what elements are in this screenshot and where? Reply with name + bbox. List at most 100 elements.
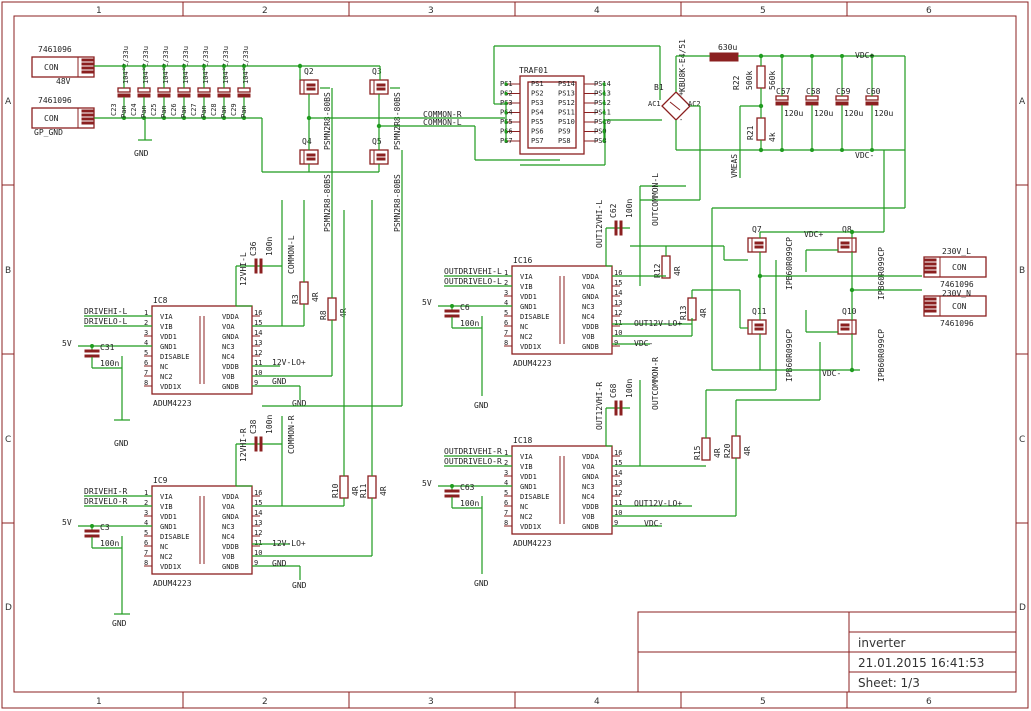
- row-label-a: A: [5, 97, 12, 107]
- ic-left-num: 6: [144, 539, 148, 547]
- resistor-r21: R21 4k: [746, 117, 777, 142]
- ic-left-num: 2: [144, 499, 148, 507]
- ic-right-num: 9: [254, 379, 258, 387]
- ic-left-num: 1: [504, 269, 508, 277]
- ic-right-pin: VDDA: [222, 493, 240, 501]
- ic-left-num: 3: [144, 329, 148, 337]
- ic-left-num: 7: [504, 329, 508, 337]
- gnd-ic8-out-2: GND: [292, 399, 307, 408]
- c63-val: 100n: [460, 499, 479, 508]
- ic-right-num: 10: [254, 369, 262, 377]
- ic-left-num: 1: [504, 449, 508, 457]
- ic-left-num: 8: [144, 559, 148, 567]
- ic-left-pin: GND1: [520, 483, 537, 491]
- connector-230v-n: CON 230V_N 7461096: [923, 289, 987, 328]
- ic-right-pin: VOA: [582, 463, 595, 471]
- ic-right-num: 16: [254, 489, 262, 497]
- top-mosfet-part-labels: PSMN2R8-80BS PSMN2R8-80BS PSMN2R8-80BS P…: [323, 92, 402, 232]
- col-label-2: 2: [262, 6, 268, 16]
- ic-left-num: 7: [144, 549, 148, 557]
- ic-left-pin: VIA: [520, 273, 533, 281]
- c36-name: C36: [249, 241, 258, 256]
- v12lo-plus-2: 12V-LO+: [272, 539, 306, 548]
- ic9-part: ADUM4223: [153, 579, 192, 588]
- traf-right-pin: PS8: [594, 137, 607, 145]
- ic-right-num: 13: [614, 299, 622, 307]
- ic-right-pin: GNDA: [222, 333, 240, 341]
- ic-left-pin: NC: [520, 503, 528, 511]
- col-label-3-bottom: 3: [428, 697, 434, 707]
- traf-inner-right: PS8: [558, 137, 571, 145]
- traf-inner-right: PS13: [558, 90, 575, 98]
- cap-bank-value: 104°C/33u: [242, 46, 250, 84]
- q2-part: PSMN2R8-80BS: [323, 92, 332, 150]
- cap-bank-gnd-label: GND: [134, 149, 149, 158]
- ic-left-pin: VIB: [160, 503, 173, 511]
- ic16-part: ADUM4223: [513, 359, 552, 368]
- r22-extra-val: 560k: [768, 71, 777, 90]
- ic-left-num: 4: [504, 479, 508, 487]
- ic-right-pin: NC3: [222, 343, 235, 351]
- r10-name: R10: [331, 483, 340, 498]
- vmeas-label: VMEAS: [730, 154, 739, 178]
- col-label-5-bottom: 5: [760, 697, 766, 707]
- col-label-4-bottom: 4: [594, 697, 600, 707]
- ic-left-pin: VDD1: [520, 473, 537, 481]
- cap-bank-value: 104°C/33u: [202, 46, 210, 84]
- outcommon-r-label: OUTCOMMON-R: [651, 357, 660, 410]
- hv-cap-value: 120u: [874, 109, 893, 118]
- ic-right-num: 15: [614, 279, 622, 287]
- col-label-6: 6: [926, 6, 932, 16]
- traf-inner-right: PS10: [558, 118, 575, 126]
- ic-left-pin: VDD1: [160, 333, 177, 341]
- ic-right-num: 16: [614, 449, 622, 457]
- q4-part: PSMN2R8-80BS: [323, 174, 332, 232]
- r10-val: 4R: [351, 486, 360, 496]
- con1-net: 48V: [56, 77, 71, 86]
- col-label-1-bottom: 1: [96, 697, 102, 707]
- ic-right-pin: VDDB: [582, 503, 599, 511]
- ic-right-pin: VDDB: [222, 543, 239, 551]
- ic-right-pin: NC3: [582, 483, 595, 491]
- ic9-name: IC9: [153, 476, 168, 485]
- row-label-b: B: [5, 266, 11, 276]
- ic8-name: IC8: [153, 296, 168, 305]
- outdrivelo-l-label: OUTDRIVELO-L: [444, 277, 502, 286]
- r15-name: R15: [693, 445, 702, 460]
- ic-right-pin: NC4: [222, 353, 235, 361]
- traf-inner-left: PS4: [531, 109, 544, 117]
- cap-bank-prefix: Pan: [140, 105, 148, 118]
- traf-inner-left: PS7: [531, 137, 544, 145]
- cap-bank-value: 104°C/33u: [122, 46, 130, 84]
- ic-right-num: 16: [614, 269, 622, 277]
- ic-left-num: 6: [504, 499, 508, 507]
- ic-left-pin: VIA: [160, 493, 173, 501]
- common-l-vertical: COMMON-L: [287, 235, 296, 274]
- ic-right-pin: VOA: [222, 323, 235, 331]
- r3-val: 4R: [311, 292, 320, 302]
- common-net-labels: COMMON-R COMMON-L: [423, 110, 462, 127]
- ic-left-pin: VDD1X: [160, 563, 182, 571]
- ic-right-num: 10: [614, 329, 622, 337]
- ic-left-pin: VIA: [160, 313, 173, 321]
- ic-left-pin: VIB: [160, 323, 173, 331]
- ic-right-pin: VDDA: [582, 273, 600, 281]
- r8-name: R8: [319, 310, 328, 320]
- inductor-630u: 630u: [676, 43, 905, 62]
- con4-name: CON: [952, 302, 967, 311]
- cap-bank-prefix: Pan: [120, 105, 128, 118]
- ic-right-pin: VOB: [222, 373, 235, 381]
- ic-right-num: 9: [614, 339, 618, 347]
